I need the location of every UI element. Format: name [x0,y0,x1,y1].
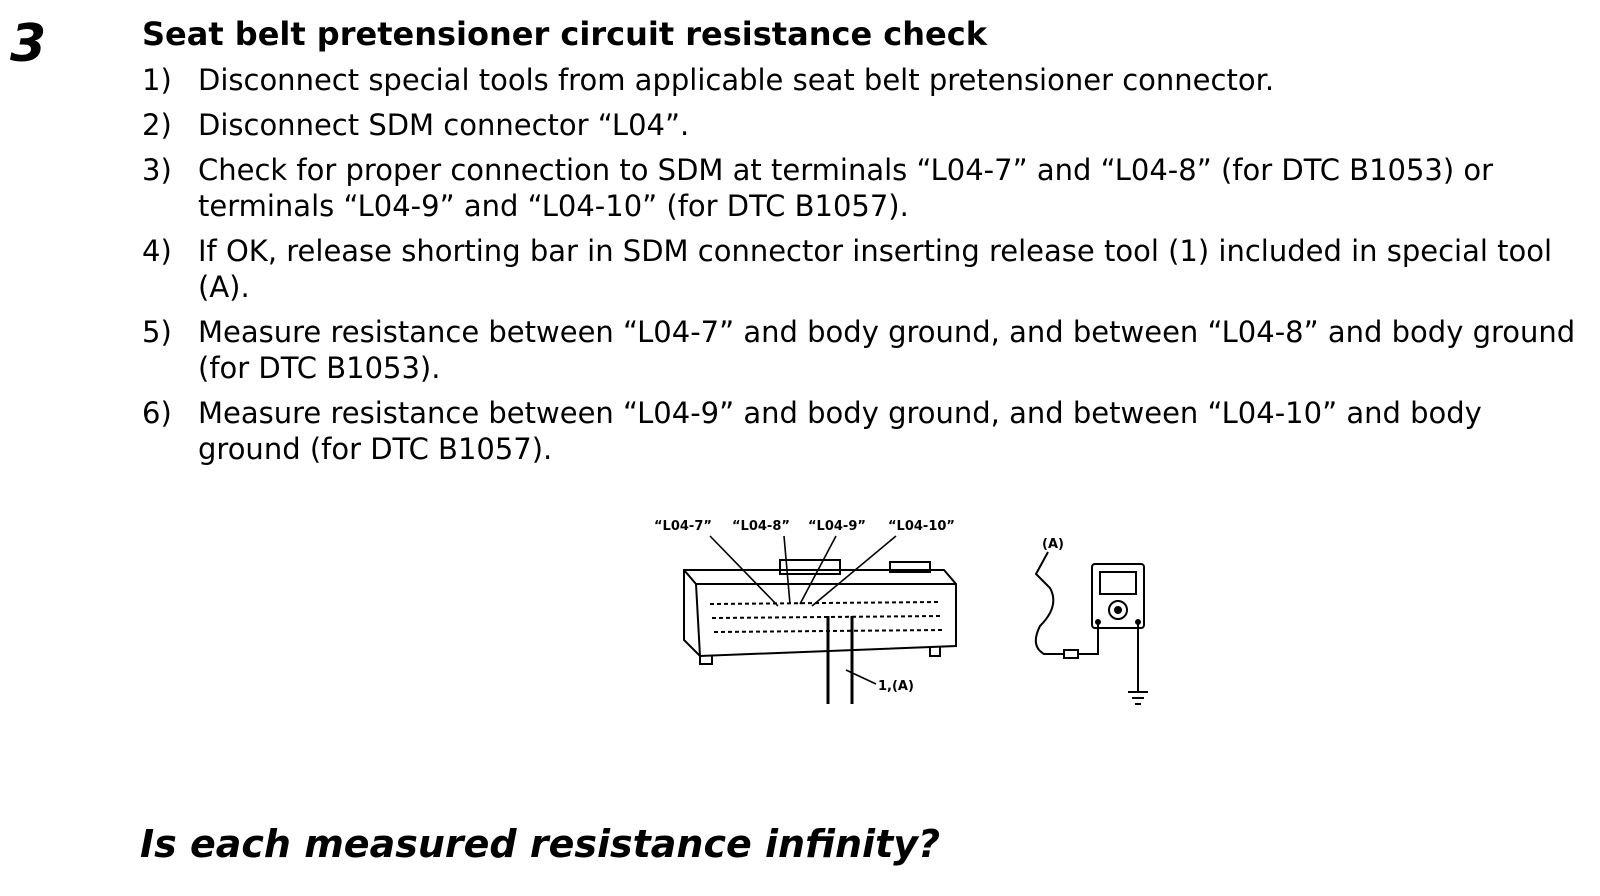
meter-probe-lead [1034,551,1099,659]
step-text: Measure resistance between “L04-9” and b… [198,396,1482,466]
procedure-step-5: 5) Measure resistance between “L04-7” an… [142,314,1592,386]
terminal-label-l04-9: “L04-9” [808,519,866,534]
step-index: 3) [142,153,172,187]
procedure-step-3: 3) Check for proper connection to SDM at… [142,152,1592,224]
step-number: 3 [10,14,47,74]
step-text: Disconnect special tools from applicable… [198,63,1275,97]
tool-leader-line [845,669,877,685]
tool-label: 1,(A) [878,679,914,694]
sdm-connector [683,559,957,665]
procedure-list: 1) Disconnect special tools from applica… [142,62,1592,476]
procedure-step-2: 2) Disconnect SDM connector “L04”. [142,107,1592,143]
terminal-label-l04-8: “L04-8” [732,519,790,534]
procedure-step-1: 1) Disconnect special tools from applica… [142,62,1592,98]
procedure-step-4: 4) If OK, release shorting bar in SDM co… [142,233,1592,305]
terminal-label-l04-7: “L04-7” [654,519,712,534]
release-tool [826,616,854,704]
step-text: Check for proper connection to SDM at te… [198,153,1494,223]
step-index: 2) [142,108,172,142]
leader-lines [709,535,897,607]
step-index: 1) [142,63,172,97]
question-heading: Is each measured resistance infinity? [140,822,941,866]
step-text: Measure resistance between “L04-7” and b… [198,315,1576,385]
step-text: If OK, release shorting bar in SDM conne… [198,234,1553,304]
meter-label: (A) [1042,537,1064,552]
terminal-label-l04-10: “L04-10” [888,519,955,534]
procedure-step-6: 6) Measure resistance between “L04-9” an… [142,395,1592,467]
step-index: 4) [142,234,172,268]
step-text: Disconnect SDM connector “L04”. [198,108,690,142]
ground-lead [1128,624,1148,705]
ohmmeter [1091,563,1145,629]
step-index: 6) [142,396,172,430]
connector-figure: “L04-7” “L04-8” “L04-9” “L04-10” 1,(A) (… [654,519,1148,705]
step-index: 5) [142,315,172,349]
step-title: Seat belt pretensioner circuit resistanc… [142,15,987,53]
